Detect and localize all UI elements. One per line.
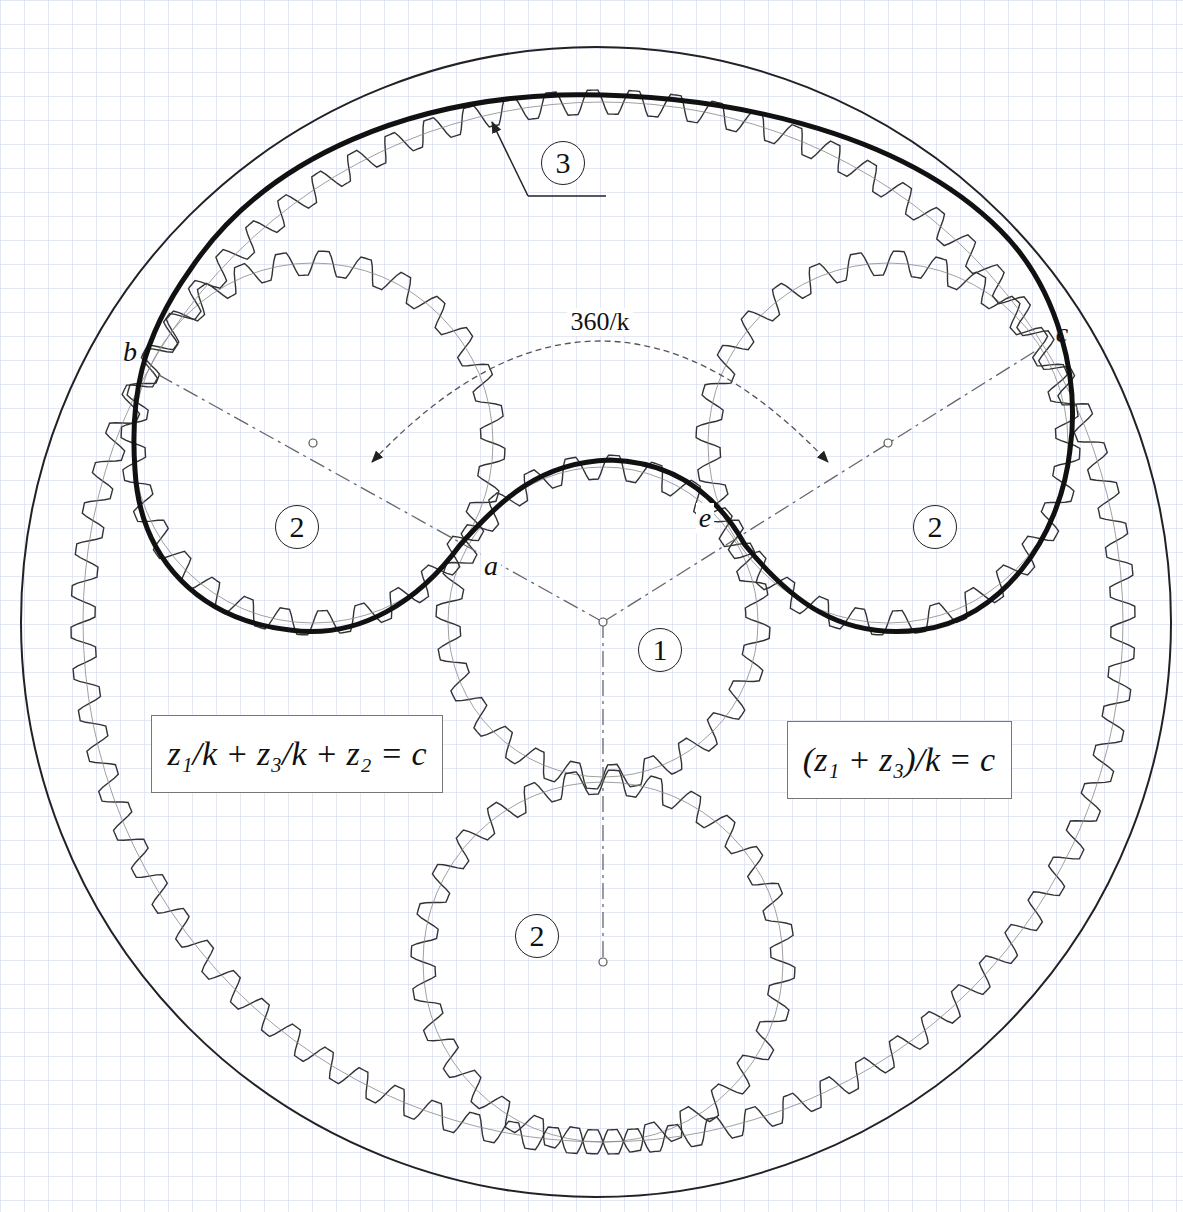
gear-group <box>71 90 1135 1154</box>
callout-number: 3 <box>541 141 585 185</box>
point-label: a <box>481 551 501 581</box>
trajectory-curve <box>134 95 1073 632</box>
point-label: c <box>1053 318 1071 348</box>
center-dot <box>309 439 317 447</box>
number-text: 1 <box>653 635 668 665</box>
center-line <box>602 622 603 962</box>
pitch-circle <box>708 263 1068 623</box>
callout-number: 2 <box>913 505 957 549</box>
center-lines <box>150 345 1045 962</box>
point-label: e <box>696 503 714 533</box>
formula-box: (z₁ + z₃)/k = c <box>787 721 1012 799</box>
number-text: 2 <box>290 512 305 542</box>
center-line <box>150 370 603 622</box>
center-dot <box>599 618 607 626</box>
point-label: b <box>120 337 140 367</box>
formula-box: z₁/k + z₃/k + z₂ = c <box>151 715 443 793</box>
number-text: 2 <box>928 512 943 542</box>
number-text: 3 <box>556 148 571 178</box>
formula-text: (z₁ + z₃)/k = c <box>803 741 995 778</box>
leader-underline <box>528 195 606 197</box>
pitch-circle <box>83 102 1123 1142</box>
center-dot <box>599 958 607 966</box>
center-dot <box>884 439 892 447</box>
callout-leader <box>492 122 606 196</box>
formula-text: z₁/k + z₃/k + z₂ = c <box>167 735 426 772</box>
center-line <box>603 345 1045 622</box>
gear-teeth <box>696 251 1080 635</box>
callout-number: 1 <box>638 628 682 672</box>
gear-teeth <box>71 90 1135 1154</box>
angle-label: 360/k <box>567 308 632 336</box>
leader-line <box>492 122 528 196</box>
callout-number: 2 <box>275 505 319 549</box>
angle-arc <box>372 341 828 462</box>
number-text: 2 <box>530 921 545 951</box>
housing-circle <box>21 47 1171 1197</box>
callout-number: 2 <box>515 914 559 958</box>
center-dots <box>309 439 892 966</box>
